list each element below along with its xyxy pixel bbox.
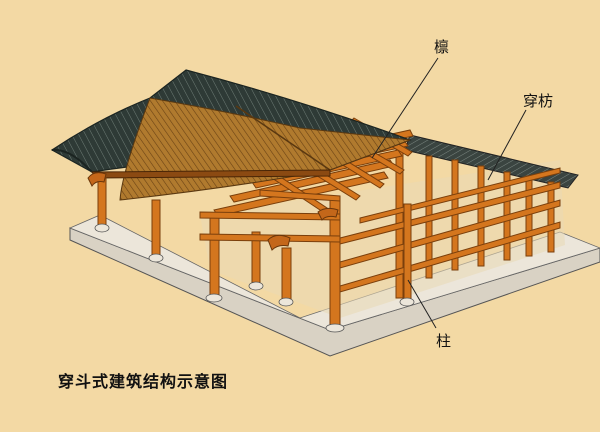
gable-ties xyxy=(199,189,341,243)
purlin-label: 檩 xyxy=(434,38,450,56)
brackets xyxy=(87,172,339,251)
leader-lines xyxy=(371,57,527,329)
column-label: 柱 xyxy=(436,332,452,350)
diagram-caption: 穿斗式建筑结构示意图 xyxy=(58,372,229,391)
column-bases xyxy=(94,223,415,333)
tie-beam-label: 穿枋 xyxy=(523,92,554,110)
